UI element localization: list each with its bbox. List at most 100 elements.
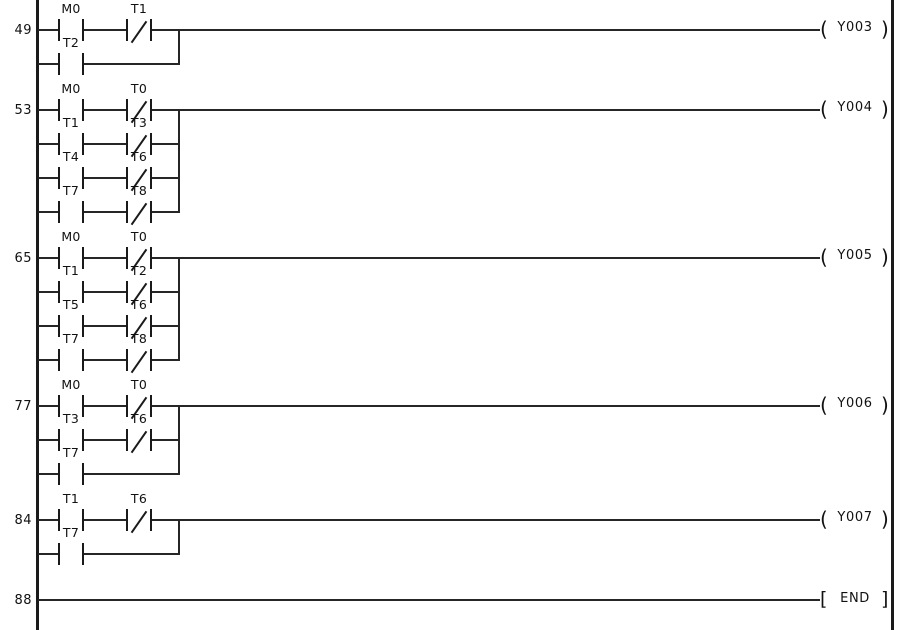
contact-nc-t2[interactable] — [126, 281, 152, 303]
rung-output-wire-77 — [178, 405, 820, 407]
contact-bar-right — [82, 19, 84, 41]
contact-bar-left — [126, 133, 128, 155]
contact-no-m0[interactable] — [58, 99, 84, 121]
wire-post-contact — [152, 257, 180, 259]
contact-nc-t8[interactable] — [126, 201, 152, 223]
contact-nc-t6[interactable] — [126, 315, 152, 337]
contact-label: T1 — [130, 1, 148, 16]
contact-nc-t6[interactable] — [126, 429, 152, 451]
contact-bar-left — [58, 167, 60, 189]
contact-no-m0[interactable] — [58, 395, 84, 417]
contact-label: M0 — [61, 229, 81, 244]
wire-post-contact — [152, 211, 180, 213]
contact-label: T5 — [62, 297, 80, 312]
coil-arc-right-icon: ) — [881, 17, 889, 41]
rung-branch-rail-77 — [178, 406, 180, 474]
contact-slash — [128, 20, 151, 40]
wire-post-contact — [152, 291, 180, 293]
contact-bar-right — [82, 247, 84, 269]
contact-nc-t3[interactable] — [126, 133, 152, 155]
contact-nc-t1[interactable] — [126, 19, 152, 41]
contact-label: T1 — [62, 263, 80, 278]
contact-nc-t0[interactable] — [126, 99, 152, 121]
contact-label: T6 — [130, 411, 148, 426]
contact-no-t3[interactable] — [58, 429, 84, 451]
contact-bar-left — [58, 463, 60, 485]
contact-bar-right — [150, 167, 152, 189]
contact-label: T8 — [130, 331, 148, 346]
rung-branch-rail-65 — [178, 258, 180, 360]
output-coil-y005[interactable]: (Y005) — [820, 246, 890, 270]
contact-no-t2[interactable] — [58, 53, 84, 75]
contact-bar-left — [58, 429, 60, 451]
coil-label: Y004 — [837, 100, 873, 115]
contact-bar-right — [82, 395, 84, 417]
end-label: END — [840, 591, 870, 606]
wire-between-contacts — [84, 439, 126, 441]
contact-bar-left — [58, 247, 60, 269]
contact-no-t7[interactable] — [58, 543, 84, 565]
contact-bar-right — [82, 281, 84, 303]
rung-step-number: 49 — [14, 23, 32, 38]
contact-nc-t6[interactable] — [126, 167, 152, 189]
contact-bar-left — [126, 509, 128, 531]
contact-slash — [128, 350, 151, 370]
contact-bar-right — [82, 429, 84, 451]
contact-no-t4[interactable] — [58, 167, 84, 189]
coil-label: Y003 — [837, 20, 873, 35]
rung-branch-rail-53 — [178, 110, 180, 212]
contact-no-t1[interactable] — [58, 281, 84, 303]
contact-no-t5[interactable] — [58, 315, 84, 337]
contact-label: M0 — [61, 377, 81, 392]
contact-bar-left — [58, 19, 60, 41]
contact-bar-right — [82, 543, 84, 565]
contact-no-m0[interactable] — [58, 19, 84, 41]
contact-label: T4 — [62, 149, 80, 164]
contact-no-t1[interactable] — [58, 509, 84, 531]
contact-label: T0 — [130, 229, 148, 244]
contact-no-t7[interactable] — [58, 463, 84, 485]
coil-arc-left-icon: ( — [820, 245, 828, 269]
contact-no-t7[interactable] — [58, 349, 84, 371]
contact-label: T1 — [62, 491, 80, 506]
contact-bar-left — [126, 395, 128, 417]
wire-post-contact — [152, 325, 180, 327]
contact-nc-t0[interactable] — [126, 395, 152, 417]
contact-bar-right — [82, 463, 84, 485]
wire-pre-contact — [38, 29, 58, 31]
coil-arc-left-icon: ( — [820, 393, 828, 417]
contact-slash — [128, 510, 151, 530]
wire-post-contact — [152, 519, 180, 521]
wire-pre-contact — [38, 439, 58, 441]
output-coil-y007[interactable]: (Y007) — [820, 508, 890, 532]
end-instruction[interactable]: [END] — [820, 588, 890, 612]
output-coil-y003[interactable]: (Y003) — [820, 18, 890, 42]
contact-bar-left — [58, 509, 60, 531]
contact-bar-left — [58, 543, 60, 565]
output-coil-y004[interactable]: (Y004) — [820, 98, 890, 122]
contact-nc-t6[interactable] — [126, 509, 152, 531]
coil-arc-right-icon: ) — [881, 393, 889, 417]
contact-bar-right — [150, 133, 152, 155]
rung-output-wire-53 — [178, 109, 820, 111]
wire-post-contact — [152, 177, 180, 179]
contact-label: T7 — [62, 183, 80, 198]
wire-post-contact — [152, 143, 180, 145]
contact-label: T6 — [130, 149, 148, 164]
contact-nc-t0[interactable] — [126, 247, 152, 269]
contact-nc-t8[interactable] — [126, 349, 152, 371]
right-power-rail — [891, 0, 894, 630]
wire-pre-contact — [38, 553, 58, 555]
contact-bar-left — [126, 429, 128, 451]
contact-label: T1 — [62, 115, 80, 130]
contact-no-m0[interactable] — [58, 247, 84, 269]
bracket-open-icon: [ — [820, 588, 828, 610]
contact-bar-left — [126, 247, 128, 269]
contact-no-t1[interactable] — [58, 133, 84, 155]
wire-pre-contact — [38, 473, 58, 475]
coil-label: Y006 — [837, 396, 873, 411]
coil-label: Y005 — [837, 248, 873, 263]
contact-no-t7[interactable] — [58, 201, 84, 223]
output-coil-y006[interactable]: ( Y006) — [820, 394, 890, 418]
wire-pre-contact — [38, 177, 58, 179]
